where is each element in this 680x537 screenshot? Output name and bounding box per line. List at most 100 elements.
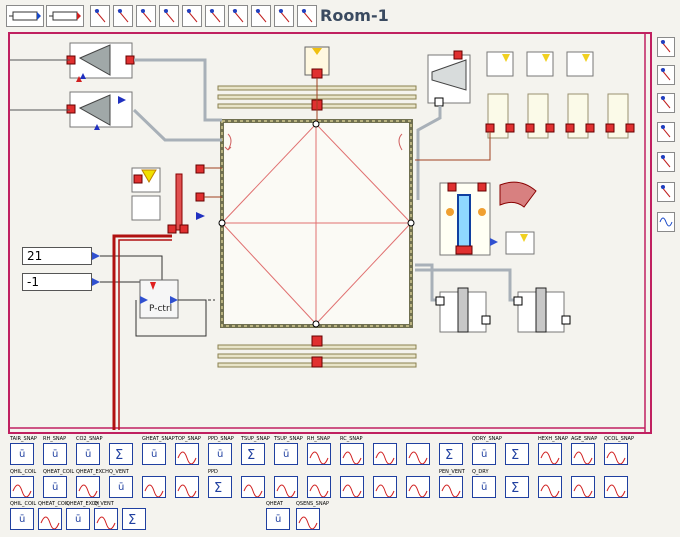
signal-block[interactable] <box>538 476 562 498</box>
signal-block-label: GHEAT_SNAP <box>142 436 175 442</box>
signal-block[interactable] <box>38 508 62 530</box>
signal-block-label: TAIR_SNAP <box>10 436 37 442</box>
signal-block[interactable]: ū <box>10 443 34 465</box>
signal-block[interactable] <box>373 476 397 498</box>
p-ctrl-label: P-ctrl <box>149 304 173 314</box>
signal-block[interactable] <box>175 443 199 465</box>
signal-block[interactable] <box>10 476 34 498</box>
window-title: Room-1 <box>320 6 389 25</box>
sine-wave-icon[interactable] <box>657 212 675 232</box>
signal-block[interactable]: ū <box>43 476 67 498</box>
signal-block[interactable] <box>604 476 628 498</box>
signal-block[interactable] <box>94 508 118 530</box>
signal-block[interactable]: Σ <box>505 476 529 498</box>
signal-block[interactable]: ū <box>43 443 67 465</box>
signal-block[interactable]: ū <box>66 508 90 530</box>
node-left <box>218 219 226 227</box>
signal-block[interactable] <box>307 443 331 465</box>
air-handling-unit <box>416 50 471 200</box>
signal-block[interactable] <box>175 476 199 498</box>
signal-block[interactable] <box>241 476 265 498</box>
signal-block[interactable]: ū <box>10 508 34 530</box>
signal-block[interactable]: ū <box>274 443 298 465</box>
probe-icon[interactable] <box>274 5 294 27</box>
signal-block-label: QHEAT_COIL <box>38 501 70 507</box>
signal-block[interactable] <box>274 476 298 498</box>
probe-icon[interactable] <box>159 5 179 27</box>
signal-block[interactable]: ū <box>208 443 232 465</box>
svg-text:ū: ū <box>85 449 91 460</box>
svg-text:Σ: Σ <box>247 448 255 463</box>
svg-text:Σ: Σ <box>115 448 123 463</box>
signal-block-label: TSUP_SNAP <box>274 436 303 442</box>
svg-text:Σ: Σ <box>214 481 222 496</box>
zone-boundary <box>8 32 652 434</box>
probe-icon[interactable] <box>90 5 110 27</box>
signal-block[interactable] <box>142 476 166 498</box>
signal-block[interactable]: ū <box>266 508 290 530</box>
probe-icon[interactable] <box>228 5 248 27</box>
svg-text:Σ: Σ <box>128 513 136 528</box>
signal-block-label: TOP_SNAP <box>175 436 201 442</box>
signal-block[interactable]: ū <box>76 443 100 465</box>
signal-block[interactable] <box>406 443 430 465</box>
humidifier-2 <box>513 287 571 333</box>
signal-block[interactable] <box>340 476 364 498</box>
svg-text:Σ: Σ <box>511 481 519 496</box>
signal-block[interactable] <box>406 476 430 498</box>
signal-block-label: CO2_SNAP <box>76 436 103 442</box>
signal-block-label: RC_SNAP <box>340 436 363 442</box>
probe-icon[interactable] <box>251 5 271 27</box>
signal-block[interactable] <box>340 443 364 465</box>
probe-icon[interactable] <box>657 37 675 57</box>
signal-block[interactable]: Σ <box>109 443 133 465</box>
probe-icon[interactable] <box>136 5 156 27</box>
signal-block[interactable]: Σ <box>241 443 265 465</box>
connector-out-icon[interactable] <box>46 5 84 27</box>
signal-block[interactable] <box>571 476 595 498</box>
signal-block[interactable] <box>373 443 397 465</box>
signal-block-label: QCOL_SNAP <box>604 436 634 442</box>
signal-block[interactable]: ū <box>142 443 166 465</box>
svg-text:ū: ū <box>481 482 487 493</box>
probe-icon[interactable] <box>657 182 675 202</box>
probe-icon[interactable] <box>205 5 225 27</box>
wall-bottom <box>217 335 417 368</box>
probe-icon[interactable] <box>113 5 133 27</box>
probe-icon[interactable] <box>297 5 317 27</box>
signal-block[interactable]: Σ <box>122 508 146 530</box>
svg-text:Σ: Σ <box>511 448 519 463</box>
signal-block[interactable] <box>76 476 100 498</box>
node-right <box>407 219 415 227</box>
probe-icon[interactable] <box>657 65 675 85</box>
signal-block[interactable]: Σ <box>505 443 529 465</box>
probe-icon[interactable] <box>657 152 675 172</box>
connector-in-icon[interactable] <box>6 5 44 27</box>
signal-block[interactable]: Σ <box>208 476 232 498</box>
svg-text:ū: ū <box>283 449 289 460</box>
signal-block-label: QHEAT_EXCH <box>66 501 99 507</box>
signal-block[interactable]: ū <box>472 476 496 498</box>
signal-block-label: QHEAT_EXCH <box>76 469 109 475</box>
signal-block[interactable]: ū <box>472 443 496 465</box>
signal-block-label: RH_SNAP <box>43 436 67 442</box>
signal-block[interactable] <box>604 443 628 465</box>
p-controller <box>139 279 179 319</box>
supply-fan <box>66 42 135 82</box>
signal-block[interactable] <box>538 443 562 465</box>
probe-icon[interactable] <box>182 5 202 27</box>
signal-block[interactable]: ū <box>109 476 133 498</box>
signal-block[interactable] <box>296 508 320 530</box>
signal-block[interactable] <box>571 443 595 465</box>
svg-text:ū: ū <box>19 449 25 460</box>
probe-icon[interactable] <box>657 122 675 142</box>
solar-collectors <box>415 51 635 161</box>
setpoint-input[interactable]: 21 <box>22 247 92 265</box>
offset-input[interactable]: -1 <box>22 273 92 291</box>
signal-block[interactable] <box>439 476 463 498</box>
probe-icon[interactable] <box>657 93 675 113</box>
svg-text:ū: ū <box>217 449 223 460</box>
signal-block-label: Q_VENT <box>109 469 129 475</box>
signal-block[interactable] <box>307 476 331 498</box>
signal-block[interactable]: Σ <box>439 443 463 465</box>
